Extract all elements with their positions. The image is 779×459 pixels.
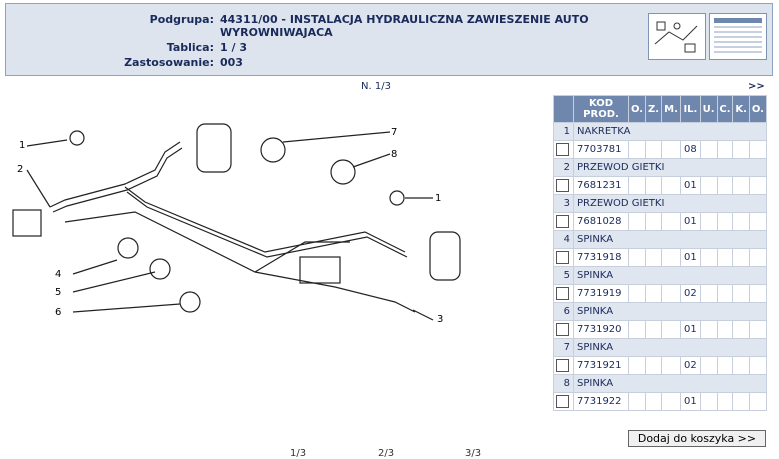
parts-diagram: 1 2 3 4 5 6 7 8 1 bbox=[12, 123, 461, 322]
part-row: 7681231 01 bbox=[553, 176, 768, 195]
col-o2: O. bbox=[748, 95, 768, 123]
col-z: Z. bbox=[645, 95, 662, 123]
add-to-cart-button[interactable]: Dodaj do koszyka >> bbox=[628, 430, 766, 447]
part-row: 7731922 01 bbox=[553, 392, 768, 411]
diagram-label-6: 6 bbox=[55, 307, 61, 318]
part-code[interactable]: 7731921 bbox=[573, 356, 629, 375]
part-code[interactable]: 7731918 bbox=[573, 248, 629, 267]
diagram-label-3: 3 bbox=[437, 314, 443, 322]
header-panel: Podgrupa: 44311/00 - INSTALACJA HYDRAULI… bbox=[5, 3, 773, 76]
list-thumbnail[interactable] bbox=[709, 13, 767, 60]
part-row: 7731920 01 bbox=[553, 320, 768, 339]
group-number: 7 bbox=[553, 338, 574, 357]
part-row: 7703781 08 bbox=[553, 140, 768, 159]
col-kod: KOD PROD. bbox=[573, 95, 629, 123]
col-o: O. bbox=[627, 95, 647, 123]
tablica-label: Tablica: bbox=[166, 41, 214, 54]
diagram-label-8: 8 bbox=[391, 149, 397, 160]
part-code[interactable]: 7731922 bbox=[573, 392, 629, 411]
diagram-label-1b: 1 bbox=[435, 193, 441, 204]
group-number: 6 bbox=[553, 302, 574, 321]
part-checkbox[interactable] bbox=[556, 287, 569, 300]
diagram-thumbnail-icon bbox=[654, 21, 698, 53]
group-number: 8 bbox=[553, 374, 574, 393]
col-m: M. bbox=[660, 95, 682, 123]
group-number: 4 bbox=[553, 230, 574, 249]
group-number: 1 bbox=[553, 122, 574, 141]
group-name: PRZEWOD GIETKI bbox=[573, 194, 767, 213]
part-code[interactable]: 7731920 bbox=[573, 320, 629, 339]
footer-page-2[interactable]: 2/3 bbox=[378, 448, 395, 459]
diagram-label-2: 2 bbox=[17, 164, 23, 175]
part-checkbox[interactable] bbox=[556, 143, 569, 156]
col-il: IL. bbox=[680, 95, 701, 123]
part-checkbox[interactable] bbox=[556, 359, 569, 372]
group-name: SPINKA bbox=[573, 230, 767, 249]
next-page-link[interactable]: >> bbox=[748, 81, 765, 92]
part-qty: 02 bbox=[680, 356, 701, 375]
part-qty: 01 bbox=[680, 176, 701, 195]
part-qty: 01 bbox=[680, 212, 701, 231]
diagram-label-4: 4 bbox=[55, 269, 61, 280]
part-code[interactable]: 7731919 bbox=[573, 284, 629, 303]
group-name: SPINKA bbox=[573, 302, 767, 321]
zastosowanie-value: 003 bbox=[220, 56, 243, 69]
diagram-label-7: 7 bbox=[391, 127, 397, 138]
part-qty: 02 bbox=[680, 284, 701, 303]
group-name: PRZEWOD GIETKI bbox=[573, 158, 767, 177]
footer-page-1[interactable]: 1/3 bbox=[290, 448, 307, 459]
zastosowanie-label: Zastosowanie: bbox=[124, 56, 214, 69]
part-qty: 01 bbox=[680, 248, 701, 267]
part-code[interactable]: 7703781 bbox=[573, 140, 629, 159]
group-name: SPINKA bbox=[573, 338, 767, 357]
part-checkbox[interactable] bbox=[556, 215, 569, 228]
podgrupa-label: Podgrupa: bbox=[149, 13, 214, 26]
part-checkbox[interactable] bbox=[556, 323, 569, 336]
part-checkbox[interactable] bbox=[556, 179, 569, 192]
part-qty: 08 bbox=[680, 140, 701, 159]
part-checkbox[interactable] bbox=[556, 395, 569, 408]
part-code[interactable]: 7681231 bbox=[573, 176, 629, 195]
group-number: 5 bbox=[553, 266, 574, 285]
part-qty: 01 bbox=[680, 320, 701, 339]
col-c: C. bbox=[716, 95, 734, 123]
diagram-thumbnail[interactable] bbox=[648, 13, 706, 60]
tablica-value: 1 / 3 bbox=[220, 41, 247, 54]
footer-page-3[interactable]: 3/3 bbox=[465, 448, 482, 459]
col-u: U. bbox=[699, 95, 718, 123]
part-row: 7681028 01 bbox=[553, 212, 768, 231]
group-number: 2 bbox=[553, 158, 574, 177]
podgrupa-value-2: WYROWNIWAJACA bbox=[220, 26, 333, 39]
col-k: K. bbox=[732, 95, 750, 123]
part-code[interactable]: 7681028 bbox=[573, 212, 629, 231]
parts-table-header: KOD PROD. O. Z. M. IL. U. C. K. O. bbox=[553, 95, 768, 123]
part-checkbox[interactable] bbox=[556, 251, 569, 264]
group-name: SPINKA bbox=[573, 266, 767, 285]
part-row: 7731918 01 bbox=[553, 248, 768, 267]
part-row: 7731921 02 bbox=[553, 356, 768, 375]
part-row: 7731919 02 bbox=[553, 284, 768, 303]
page-indicator: N. 1/3 bbox=[361, 81, 391, 92]
diagram-label-5: 5 bbox=[55, 287, 61, 298]
part-qty: 01 bbox=[680, 392, 701, 411]
diagram-label-1: 1 bbox=[19, 140, 25, 151]
group-name: SPINKA bbox=[573, 374, 767, 393]
group-name: NAKRETKA bbox=[573, 122, 767, 141]
list-thumbnail-icon bbox=[714, 18, 762, 53]
group-number: 3 bbox=[553, 194, 574, 213]
podgrupa-value: 44311/00 - INSTALACJA HYDRAULICZNA ZAWIE… bbox=[220, 13, 589, 26]
